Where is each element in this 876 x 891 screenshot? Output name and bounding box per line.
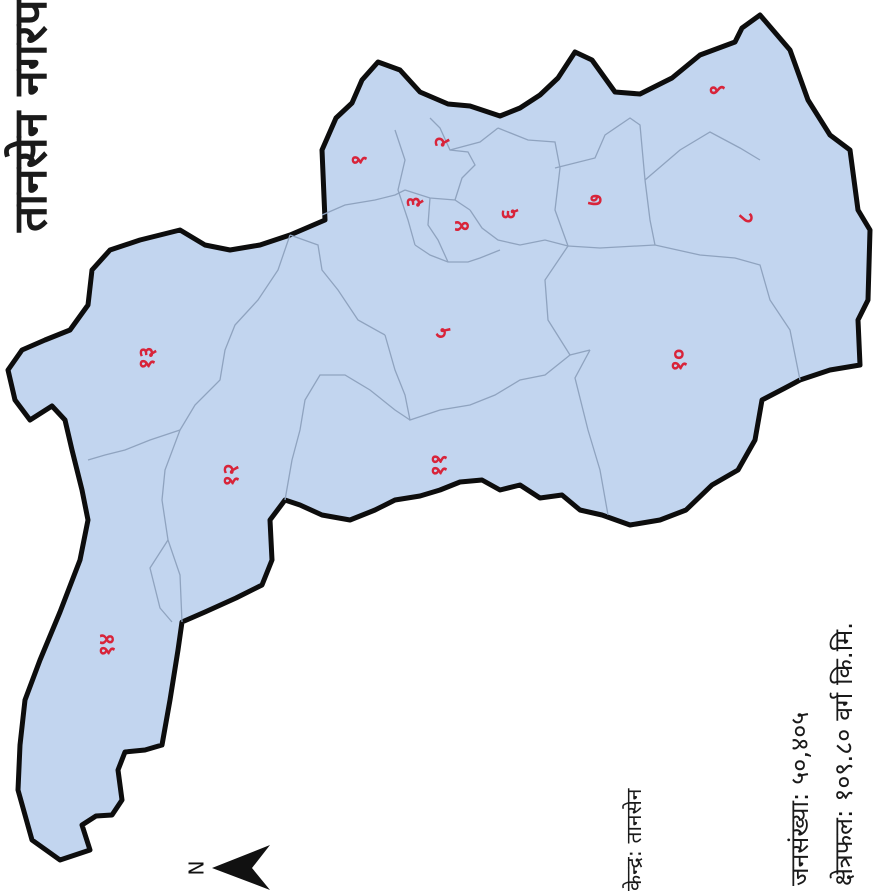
ward-2-label: २ bbox=[430, 136, 455, 147]
north-arrow-icon bbox=[212, 845, 270, 890]
ward-6-label: ६ bbox=[497, 208, 522, 220]
ward-12-label: १२ bbox=[219, 464, 244, 487]
ward-9-label: ९ bbox=[705, 84, 730, 95]
ward-11-label: ११ bbox=[427, 454, 452, 477]
ward-labels: १ २ ३ ४ ५ ६ ७ ८ ९ १० ११ १२ १३ १४ bbox=[95, 84, 759, 656]
ward-13-label: १३ bbox=[135, 347, 160, 370]
ward-4-label: ४ bbox=[450, 220, 475, 231]
ward-5-label: ५ bbox=[431, 327, 456, 338]
map-title: तानसेन नगरपालिका bbox=[3, 0, 57, 232]
headquarters-text: केन्द्र: तानसेन bbox=[622, 788, 646, 891]
ward-14-label: १४ bbox=[95, 634, 120, 657]
ward-8-label: ८ bbox=[734, 212, 759, 223]
north-label: N bbox=[185, 861, 209, 876]
ward-1-label: १ bbox=[347, 154, 372, 165]
ward-3-label: ३ bbox=[402, 196, 427, 207]
ward-10-label: १० bbox=[667, 349, 692, 372]
population-text: जनसंख्या: ५०,४०५ bbox=[785, 711, 814, 886]
ward-7-label: ७ bbox=[583, 194, 608, 205]
area-text: क्षेत्रफल: १०९.८० वर्ग कि.मि. bbox=[829, 621, 858, 886]
north-arrow: N bbox=[185, 845, 270, 890]
municipality-outline bbox=[5, 12, 873, 863]
ward-boundaries bbox=[87, 117, 801, 623]
